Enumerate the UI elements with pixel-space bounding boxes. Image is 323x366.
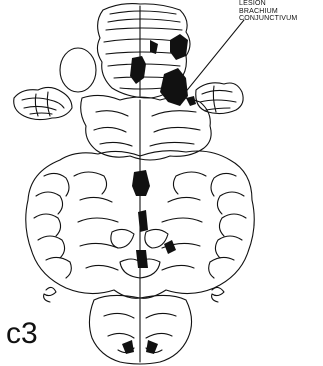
lesion-annotation: LESION BRACHIUM CONJUNCTIVUM — [239, 0, 297, 23]
left-oval — [60, 48, 96, 92]
annotation-line-1: LESION — [239, 0, 297, 8]
right-scribble — [212, 287, 224, 302]
annotation-line-2: BRACHIUM — [239, 8, 297, 16]
left-lobe — [14, 87, 72, 119]
lesion-cerebellum — [132, 170, 176, 268]
left-scribble — [44, 287, 56, 302]
right-lobe — [196, 83, 243, 114]
annotation-line-3: CONJUNCTIVUM — [239, 15, 297, 23]
panel-label: c3 — [6, 318, 38, 350]
lesion-pons — [160, 34, 196, 106]
medulla-section — [89, 295, 191, 364]
